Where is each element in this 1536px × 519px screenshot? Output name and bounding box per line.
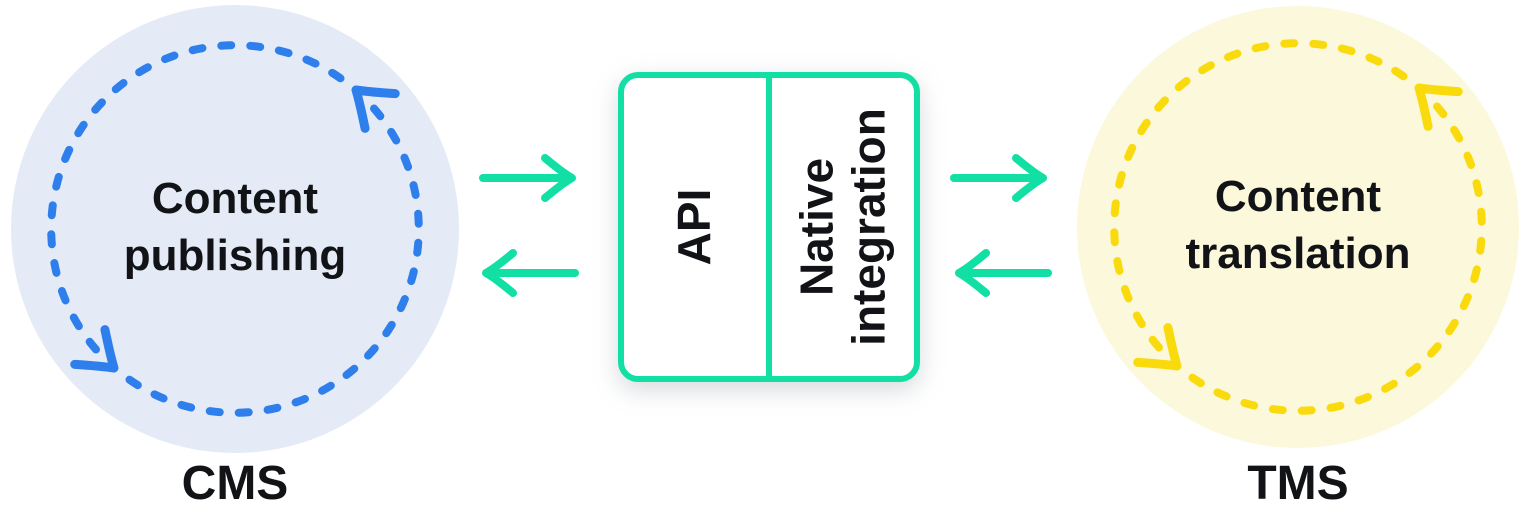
tms-cycle-arrowhead-bottom-icon [1133,323,1182,371]
tms-cycle-arrowhead-top-icon [1414,83,1463,131]
native-integration-cell: Native integration [766,78,914,376]
cms-cycle-arrowhead-top-icon [351,85,400,133]
tms-caption: TMS [1247,457,1349,510]
cms-cycle-arrowhead-bottom-icon [70,325,119,373]
cms-circle-label: Content publishing [123,174,347,281]
cms-caption: CMS [181,457,289,510]
cms-circle-background [11,5,459,453]
flow-arrows-right [950,154,1052,297]
api-cell: API [624,78,766,376]
api-label: API [668,188,721,266]
cms-cycle-arc-top-left [47,41,345,364]
flow-arrows-left [479,154,579,297]
native-integration-label: Native integration [790,108,894,346]
cms-cycle-arc-bottom-right [125,94,423,417]
cms-cycle [11,5,459,453]
tms-cycle [1077,6,1519,448]
tms-circle-background [1077,6,1519,448]
arrow-left-icon [955,249,1052,297]
arrow-right-icon [950,154,1047,202]
tms-cycle-arc-bottom-right [1188,92,1486,415]
tms-circle-label: Content translation [1185,172,1411,279]
tms-cycle-arc-top-left [1110,39,1408,362]
arrow-right-icon [479,154,576,202]
integration-methods-box: API Native integration [618,72,920,382]
arrow-left-icon [482,249,579,297]
